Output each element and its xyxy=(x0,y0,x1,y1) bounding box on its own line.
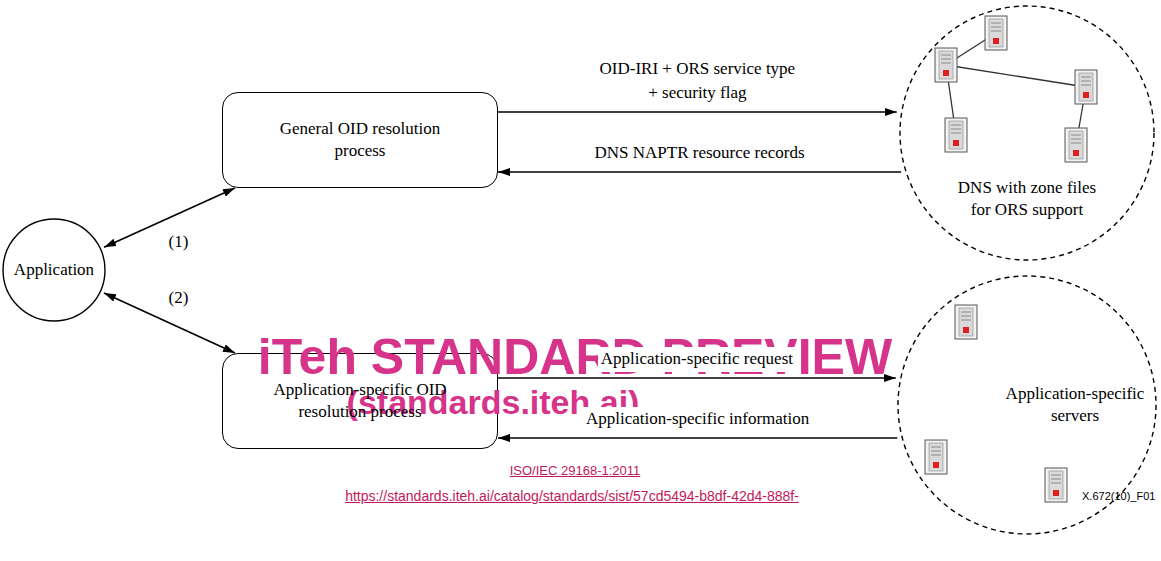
server-body xyxy=(945,118,967,152)
watermark-link: ISO/IEC 29168-1:2011 xyxy=(510,463,641,478)
circle-outline xyxy=(898,276,1156,534)
server-slot xyxy=(941,59,951,60)
arrow-label: (2) xyxy=(165,286,191,311)
server-slot xyxy=(1081,81,1091,82)
server-body xyxy=(985,16,1007,50)
flow-arrow xyxy=(498,171,901,173)
server-led xyxy=(953,140,959,146)
arrow-label: (1) xyxy=(166,230,192,255)
server-front xyxy=(929,443,943,471)
network-link xyxy=(946,65,1086,87)
server-cloud: DNS with zone files for ORS support xyxy=(899,5,1155,261)
circle-outline xyxy=(3,219,105,321)
arrow-label: OID-IRI + ORS service type + security fl… xyxy=(593,57,801,106)
server-led xyxy=(1053,490,1059,496)
server-icon xyxy=(1045,468,1067,502)
server-front xyxy=(959,308,973,336)
server-slot xyxy=(951,133,961,134)
server-body xyxy=(1045,468,1067,502)
server-slot xyxy=(931,447,941,448)
server-slot xyxy=(1051,483,1061,484)
arrow-label: DNS NAPTR resource records xyxy=(591,141,807,166)
server-slot xyxy=(991,23,1001,24)
server-led xyxy=(943,70,949,76)
server-body xyxy=(935,48,957,82)
server-body xyxy=(1075,70,1097,104)
process-box: General OID resolution process xyxy=(222,92,498,188)
server-slot xyxy=(1081,85,1091,86)
server-slot xyxy=(1071,139,1081,140)
server-front xyxy=(939,51,953,79)
server-slot xyxy=(1071,135,1081,136)
arrow-label: Application-specific request xyxy=(598,347,796,372)
server-icon xyxy=(955,305,977,339)
flow-arrow xyxy=(498,111,897,113)
server-slot xyxy=(991,31,1001,32)
server-icon xyxy=(1075,70,1097,104)
server-slot xyxy=(941,63,951,64)
server-slot xyxy=(1051,479,1061,480)
server-front xyxy=(1079,73,1093,101)
figure-id: X.672(10)_F01 xyxy=(1082,490,1155,502)
server-slot xyxy=(931,451,941,452)
server-icon xyxy=(945,118,967,152)
application-circle: Application xyxy=(2,218,106,322)
server-slot xyxy=(1081,77,1091,78)
server-led xyxy=(933,462,939,468)
server-led xyxy=(1083,92,1089,98)
node-text: Application-specific servers xyxy=(1000,383,1150,427)
node-text: DNS with zone files for ORS support xyxy=(951,177,1103,221)
watermark: iTeh STANDARD PREVIEW xyxy=(258,328,892,386)
circle-outline xyxy=(899,5,1155,261)
server-body xyxy=(955,305,977,339)
server-front xyxy=(989,19,1003,47)
server-led xyxy=(963,327,969,333)
server-icon xyxy=(1065,128,1087,162)
server-slot xyxy=(951,129,961,130)
server-icon xyxy=(925,440,947,474)
flow-arrow xyxy=(498,437,897,439)
server-slot xyxy=(991,27,1001,28)
watermark-link: https://standards.iteh.ai/catalog/standa… xyxy=(345,488,799,504)
arrow-label: Application-specific information xyxy=(583,407,812,432)
server-slot xyxy=(1071,143,1081,144)
node-text: General OID resolution process xyxy=(265,118,455,162)
server-body xyxy=(1065,128,1087,162)
server-slot xyxy=(961,312,971,313)
server-front xyxy=(1069,131,1083,159)
server-led xyxy=(993,38,999,44)
server-led xyxy=(1073,150,1079,156)
server-front xyxy=(1049,471,1063,499)
server-body xyxy=(925,440,947,474)
server-slot xyxy=(961,316,971,317)
server-slot xyxy=(941,55,951,56)
server-icon xyxy=(985,16,1007,50)
server-icon xyxy=(935,48,957,82)
server-slot xyxy=(1051,475,1061,476)
node-text: Application-specific OID resolution proc… xyxy=(265,379,455,423)
node-text: Application xyxy=(14,259,94,281)
server-slot xyxy=(931,455,941,456)
server-slot xyxy=(951,125,961,126)
server-slot xyxy=(961,320,971,321)
server-front xyxy=(949,121,963,149)
circle-outline xyxy=(900,6,1154,260)
